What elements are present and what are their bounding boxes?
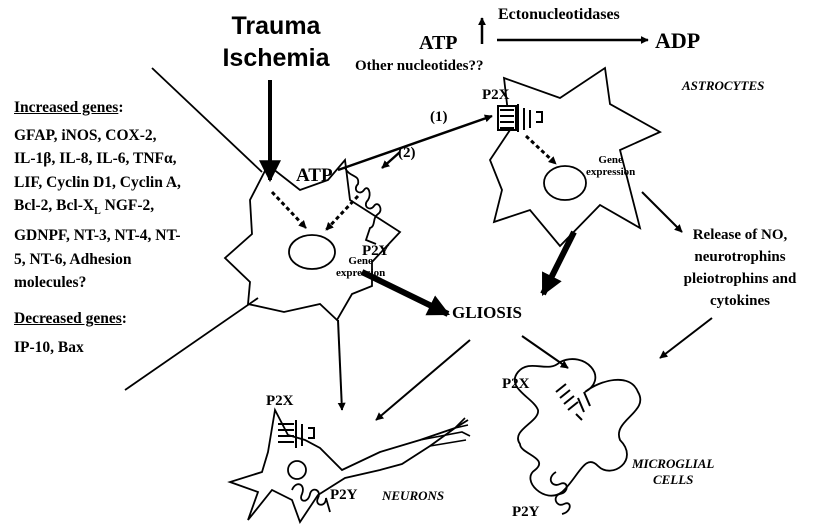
title-trauma: Trauma: [224, 14, 328, 39]
increased-genes-title: Increased genes: [14, 99, 118, 116]
neurons-label: NEURONS: [382, 489, 444, 502]
step-2-label: (2): [398, 146, 416, 161]
adp-label: ADP: [655, 30, 700, 52]
increased-gene-line: IL-1β, IL-8, IL-6, TNFα,: [14, 147, 219, 171]
p2x-receptor-astrocyte-icon: [498, 104, 542, 132]
increased-gene-line: LIF, Cyclin D1, Cyclin A,: [14, 171, 219, 195]
increased-gene-line: Bcl-2, Bcl-XL NGF-2,: [14, 194, 219, 224]
release-to-microglia-arrow: [660, 318, 712, 358]
gene-list: Increased genes: GFAP, iNOS, COX-2, IL-1…: [14, 124, 219, 360]
other-nucleotides-label: Other nucleotides??: [355, 59, 483, 74]
p2y-receptor-neuron-icon: [292, 484, 330, 512]
p2y-neuron-label: P2Y: [330, 488, 358, 503]
increased-gene-line: 5, NT-6, Adhesion: [14, 248, 219, 272]
gliosis-label: GLIOSIS: [452, 304, 522, 321]
increased-gene-line: GDNPF, NT-3, NT-4, NT-: [14, 224, 219, 248]
title-ischemia: Ischemia: [218, 46, 334, 71]
p2x-astrocyte-label: P2X: [482, 88, 510, 103]
p2x-receptor-microglia-icon: [556, 384, 590, 420]
dotted-left-arrow: [272, 192, 306, 228]
microglia-outline: [515, 359, 641, 496]
increased-gene-line: GFAP, iNOS, COX-2,: [14, 124, 219, 148]
dotted-right-arrow: [326, 196, 358, 230]
p2x-receptor-neuron-icon: [278, 420, 314, 448]
arrows: [270, 18, 712, 420]
p2y-receptor-cell-icon: [345, 168, 381, 244]
ectonucleotidases-label: Ectonucleotidases: [498, 7, 620, 23]
atp-to-p2x-arrow: [338, 116, 492, 170]
gliosis-to-microglia-arrow: [522, 336, 568, 368]
neuron-nucleus: [288, 461, 306, 479]
astrocyte-nucleus: [544, 166, 586, 200]
step-1-label: (1): [430, 110, 448, 125]
release-text: Release of NO, neurotrophins pleiotrophi…: [670, 224, 810, 312]
p2x-neuron-label: P2X: [266, 394, 294, 409]
dotted-astro-arrow: [526, 136, 556, 164]
astro-to-gliosis-arrow: [543, 232, 574, 294]
increased-gene-line: molecules?: [14, 271, 219, 295]
atp-cell-label: ATP: [296, 166, 333, 185]
gliosis-to-neuron-arrow: [376, 340, 470, 420]
decreased-gene-line: IP-10, Bax: [14, 336, 219, 360]
atp-top-label: ATP: [419, 33, 458, 53]
p2x-microglia-label: P2X: [502, 377, 530, 392]
decreased-genes-title: Decreased genes: [14, 310, 122, 327]
neuron-outline: [230, 410, 468, 522]
cell-to-neuron-arrow: [338, 320, 342, 410]
p2y-microglia-label: P2Y: [512, 505, 540, 520]
injured-cell-nucleus: [289, 235, 335, 269]
astrocytes-label: ASTROCYTES: [682, 79, 764, 92]
